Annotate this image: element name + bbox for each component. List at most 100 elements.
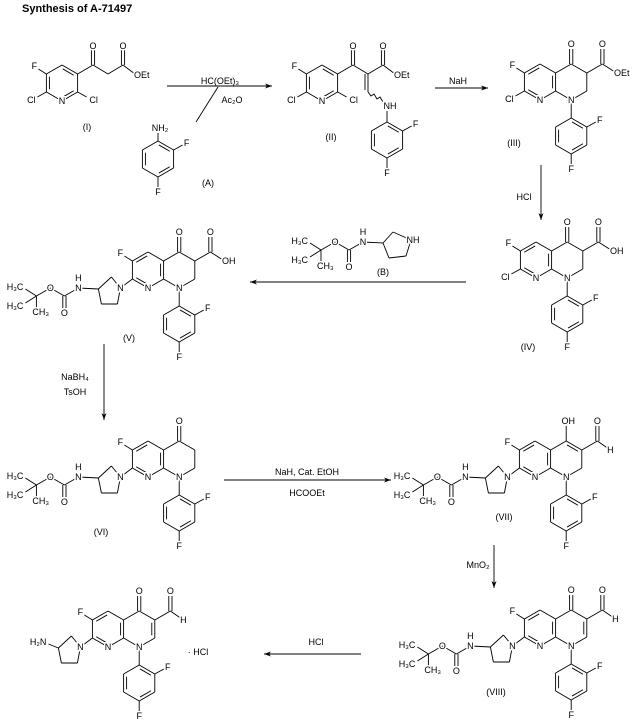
bond [581,440,598,451]
bond [386,148,403,159]
atom-label-nitrogen: N [563,472,570,482]
double-bond-line [387,147,399,155]
bond [107,637,124,648]
bond [451,476,466,486]
bond [98,465,112,479]
bond [297,91,307,98]
double-bond-line [571,121,584,129]
atom-label-amine: NH [384,101,397,111]
bond [566,241,584,252]
bond [551,322,568,333]
hcl-salt-label: · HCl [188,647,209,657]
bond [402,125,412,132]
bond [417,646,429,655]
atom-label-fluoro: F [592,492,598,502]
compound-label-III: (III) [507,138,521,148]
bond [50,287,65,297]
atom-label-chloro: Cl [89,95,98,105]
atom-label-methyl_left: H₃C [394,471,411,481]
bond [157,167,174,178]
double-bond-line [566,498,579,506]
bond [412,477,424,486]
bond [551,241,568,252]
bond [371,121,388,132]
bond [539,609,556,620]
double-bond-line [179,498,192,506]
atom-label-methyl_left: H₃C [291,255,308,265]
atom-label-nitrogen: N [75,472,82,482]
arrow-step5-head [101,413,107,420]
double-bond-line [571,689,584,697]
bond [123,637,140,648]
bond [64,287,79,297]
double-bond-line [528,67,540,75]
bonds-layer [25,49,616,711]
reagent-A-join-line [195,86,219,123]
bond [337,91,347,98]
bond [520,241,537,252]
bond [586,667,597,674]
bond [551,295,568,306]
double-bond-line [62,90,74,98]
atom-label-methyl_left: H₃C [394,490,411,500]
bond [550,494,567,505]
bond [163,278,180,289]
atom-label-methyl_left: H₃C [7,471,24,481]
double-bond-line [322,68,334,76]
bond [555,690,572,701]
bond [465,476,486,479]
double-bond-line [136,444,148,452]
bond [382,64,396,75]
bond [508,645,513,663]
atom-label-nitrogen: N [360,237,367,247]
bond [570,63,588,74]
bond [550,467,567,478]
bond [163,440,180,451]
double-bond-line [571,667,584,675]
bond [25,288,37,297]
bond [123,610,140,621]
atom-label-oxygen: O [176,227,183,237]
bond [412,484,424,493]
atom-label-ethoxy: OEt [394,70,410,80]
bond [178,521,196,532]
bond [46,64,63,75]
bond [362,241,384,244]
bond [520,268,537,279]
bond [456,645,471,655]
bond [470,645,491,648]
bond [539,63,556,74]
compound-label-A: (A) [202,178,214,188]
reagent-step1-top: HC(OEt)₃ [201,76,239,86]
double-bond-line [139,668,152,676]
bond [555,63,572,74]
double-bond-line [136,466,148,474]
bond [46,91,63,102]
atom-label-nitrogen: N [176,472,183,482]
bond [178,332,196,343]
atom-label-fluoro: F [118,437,124,447]
bond [157,140,174,151]
bond [386,121,403,132]
atom-label-oxygen: O [61,497,68,507]
bond [178,467,196,478]
bond [524,636,541,647]
double-bond-line [322,90,334,98]
bond [516,67,525,74]
bond [539,90,556,101]
atom-label-methyl: CH₃ [419,496,436,506]
bond [61,64,78,75]
bond [586,609,603,620]
atom-label-oxygen: O [595,217,602,227]
double-bond-line [523,444,535,452]
scheme-title: Synthesis of A-71497 [22,3,132,15]
atom-label-nitrogen: N [568,95,575,105]
atom-label-methyl_left: H₃C [291,236,308,246]
atom-label-oxygen: O [453,666,460,676]
bond [77,91,87,98]
bond [321,64,338,75]
bond [50,476,65,486]
bond [147,467,164,478]
atom-label-oxygen: O [119,41,126,51]
